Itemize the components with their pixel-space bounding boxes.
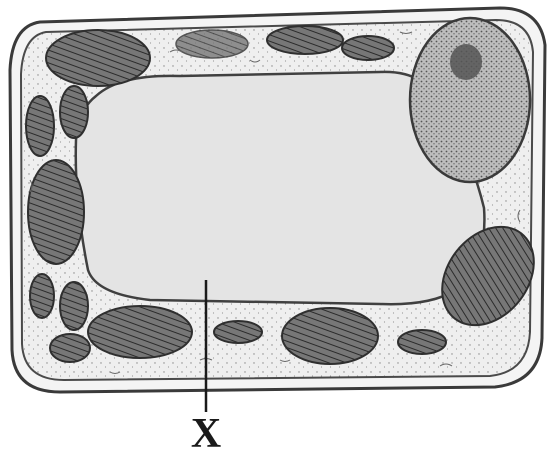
- chloroplast: [30, 274, 54, 318]
- chloroplast: [50, 334, 90, 362]
- nucleus: [410, 18, 530, 182]
- nucleolus: [450, 44, 482, 80]
- chloroplast: [60, 282, 88, 330]
- chloroplast: [398, 330, 446, 354]
- chloroplast: [60, 86, 88, 138]
- chloroplast: [176, 30, 248, 58]
- chloroplast: [214, 321, 262, 343]
- chloroplast: [282, 308, 378, 364]
- chloroplast: [88, 306, 192, 358]
- chloroplast: [46, 30, 150, 86]
- label-x: X: [186, 414, 226, 454]
- chloroplast: [267, 26, 343, 54]
- chloroplast: [342, 36, 394, 60]
- chloroplast: [26, 96, 54, 156]
- chloroplast: [28, 160, 84, 264]
